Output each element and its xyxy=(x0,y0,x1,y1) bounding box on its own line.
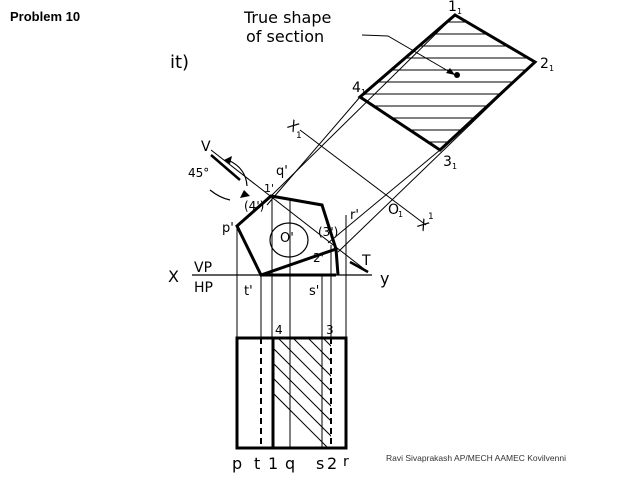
slide-title: Problem 10 xyxy=(10,9,81,24)
partial-text: it) xyxy=(170,52,189,73)
section-plane-t-end xyxy=(349,260,369,274)
tv-top-label-3: 3 xyxy=(326,323,334,337)
auxiliary-sub-label-bottom: 1 xyxy=(428,212,434,222)
hp-label: HP xyxy=(194,280,213,296)
angle-arc xyxy=(227,159,248,187)
front-view-hidden-edges xyxy=(261,248,340,277)
true-shape-label-1: 1 xyxy=(448,0,457,15)
true-shape-sub-4: 1 xyxy=(361,88,366,97)
bottom-label-1: 1 xyxy=(268,454,278,473)
true-shape-centre-sub: 1 xyxy=(398,210,403,219)
fv-label-2: 2' xyxy=(313,251,324,265)
bottom-label-p: p xyxy=(232,454,242,473)
angle-tick xyxy=(209,189,231,201)
top-view-hatching xyxy=(273,338,331,448)
tv-top-label-4: 4 xyxy=(275,323,283,337)
fv-label-p: p' xyxy=(222,221,234,236)
angle-arrow-bottom xyxy=(240,190,250,198)
auxiliary-sub-label-top: 1 xyxy=(296,131,302,141)
true-shape-label-4: 4 xyxy=(352,80,361,96)
true-shape-label-3: 3 xyxy=(443,154,452,170)
true-shape-sub-3: 1 xyxy=(452,162,457,171)
true-shape-leader-arrow xyxy=(446,68,455,75)
angle-label: 45° xyxy=(188,166,209,180)
fv-label-r: r' xyxy=(350,208,359,223)
bottom-label-s: s xyxy=(316,454,324,473)
vp-label: VP xyxy=(194,260,212,276)
true-shape-centre xyxy=(454,72,460,78)
true-shape-sub-1: 1 xyxy=(457,7,462,16)
fv-label-4: (4') xyxy=(244,199,264,213)
plane-v-label: V xyxy=(201,139,211,155)
fv-label-3: (3') xyxy=(318,225,338,239)
section-plane-v-end xyxy=(210,154,241,181)
fv-label-s: s' xyxy=(309,284,319,299)
front-view-centre-circle xyxy=(269,222,309,258)
fv-label-o: O' xyxy=(280,231,294,246)
true-shape-caption-line2: of section xyxy=(246,27,324,46)
true-shape-caption-line1: True shape xyxy=(243,8,331,27)
auxiliary-reference-line xyxy=(299,129,427,226)
bottom-label-q: q xyxy=(285,454,295,473)
angle-arrow-top xyxy=(224,156,232,164)
fv-label-1: 1' xyxy=(264,182,274,195)
true-shape-leader xyxy=(361,34,456,76)
projector-3 xyxy=(327,149,441,244)
front-view-pentagon xyxy=(235,194,338,277)
true-shape-sub-2: 1 xyxy=(549,64,554,73)
top-view-outline xyxy=(235,336,348,450)
true-shape-outline xyxy=(357,13,538,152)
true-shape-centre-label: O xyxy=(388,202,399,218)
bottom-label-2: 2 xyxy=(327,454,337,473)
fv-label-t: t' xyxy=(244,284,253,299)
xy-x-label: X xyxy=(168,267,179,286)
fv-label-q: q' xyxy=(276,164,288,179)
bottom-label-t: t xyxy=(254,454,260,473)
projector-4 xyxy=(266,96,361,206)
xy-y-label: y xyxy=(380,269,389,288)
bottom-label-r: r xyxy=(343,454,349,470)
true-shape-label-2: 2 xyxy=(540,56,549,72)
projector-1 xyxy=(271,14,456,196)
slide-credit: Ravi Sivaprakash AP/MECH AAMEC Kovilvenn… xyxy=(386,453,566,463)
plane-t-label: T xyxy=(361,253,371,269)
